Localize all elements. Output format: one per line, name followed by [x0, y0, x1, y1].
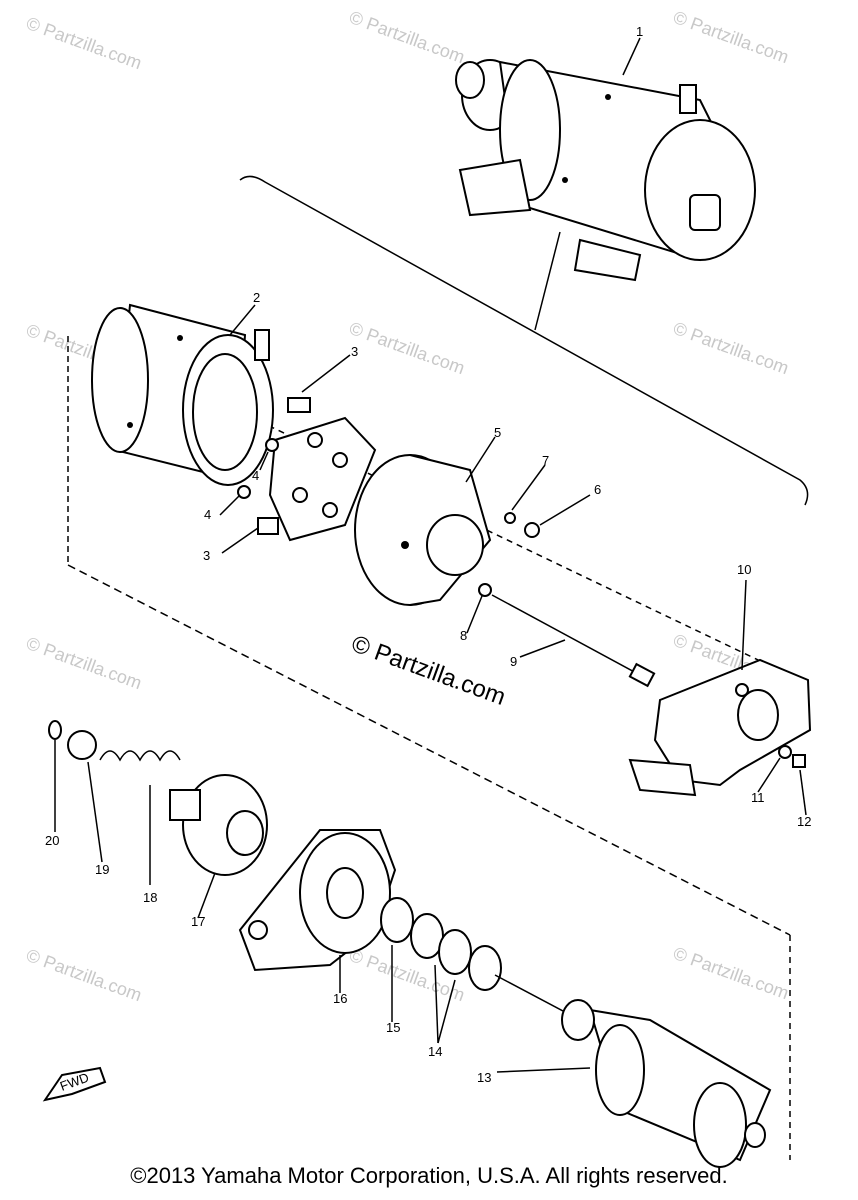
starter-motor-assembly [455, 59, 756, 282]
yoke-housing [91, 303, 274, 486]
front-cover [238, 829, 397, 972]
callout-9: 9 [510, 654, 517, 669]
center-watermark: © Partzilla.com [348, 630, 509, 711]
leader-lines [54, 37, 807, 1073]
callout-1: 1 [636, 24, 643, 39]
callout-10: 10 [737, 562, 751, 577]
watermark: © Partzilla.com [24, 633, 145, 693]
callout-8: 8 [460, 628, 467, 643]
callout-19: 19 [95, 862, 109, 877]
callout-16: 16 [333, 991, 347, 1006]
callout-14: 14 [428, 1044, 442, 1059]
watermark: © Partzilla.com [671, 943, 792, 1003]
fwd-arrow: FWD [42, 1066, 107, 1102]
callout-17: 17 [191, 914, 205, 929]
through-bolt [491, 594, 656, 688]
watermark: © Partzilla.com [671, 7, 792, 67]
callout-13: 13 [477, 1070, 491, 1085]
rear-cover [354, 454, 492, 606]
small-fasteners [478, 512, 540, 597]
watermark: © Partzilla.com [24, 13, 145, 73]
pinion-set [48, 720, 268, 876]
watermark: © Partzilla.com [347, 318, 468, 378]
callout-3-upper: 3 [351, 344, 358, 359]
mounting-bracket [628, 658, 812, 797]
watermark: © Partzilla.com [347, 7, 468, 67]
brush-plate [237, 397, 377, 542]
copyright-notice: ©2013 Yamaha Motor Corporation, U.S.A. A… [130, 1163, 728, 1188]
callout-4-upper: 4 [252, 468, 259, 483]
callout-7: 7 [542, 453, 549, 468]
nut-washer [778, 745, 806, 768]
callout-labels: 1 2 3 3 4 4 5 6 7 8 9 10 11 12 13 14 15 … [45, 24, 811, 1085]
armature [494, 974, 772, 1168]
callout-5: 5 [494, 425, 501, 440]
callout-18: 18 [143, 890, 157, 905]
callout-11: 11 [751, 790, 765, 805]
watermark: © Partzilla.com [671, 318, 792, 378]
washers [380, 897, 502, 991]
callout-4-lower: 4 [204, 507, 211, 522]
watermark: © Partzilla.com [24, 945, 145, 1005]
callout-2: 2 [253, 290, 260, 305]
callout-20: 20 [45, 833, 59, 848]
callout-15: 15 [386, 1020, 400, 1035]
callout-6: 6 [594, 482, 601, 497]
callout-3-lower: 3 [203, 548, 210, 563]
callout-12: 12 [797, 814, 811, 829]
